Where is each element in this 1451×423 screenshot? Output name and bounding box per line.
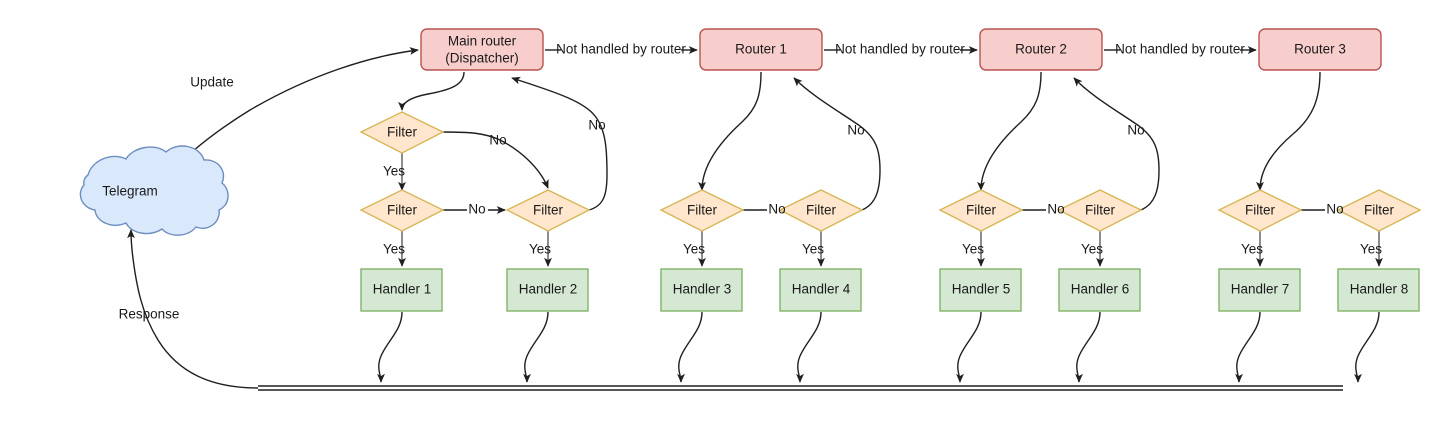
filter-c-label: Filter <box>533 203 564 218</box>
node-filter-a[interactable]: Filter <box>359 111 445 154</box>
edge-handler7-to-bar <box>1235 311 1261 383</box>
edge-label-no-4: No <box>768 202 785 217</box>
edge-label-yes-9: Yes <box>1360 242 1382 257</box>
filter-a-label: Filter <box>387 125 418 140</box>
filter-e-label: Filter <box>806 203 837 218</box>
edge-handler2-to-bar <box>523 311 549 383</box>
edge-router1-to-filter-d <box>698 71 762 191</box>
edge-label-no-1: No <box>489 133 506 148</box>
handler-6-label: Handler 6 <box>1071 282 1130 297</box>
edge-label-response: Response <box>119 307 180 322</box>
node-filter-b[interactable]: Filter <box>359 189 445 232</box>
filter-f-label: Filter <box>966 203 997 218</box>
node-router-1[interactable]: Router 1 <box>699 28 823 71</box>
edge-handler5-to-bar <box>956 311 982 383</box>
handler-2-label: Handler 2 <box>519 282 578 297</box>
node-handler-5[interactable]: Handler 5 <box>939 268 1022 312</box>
node-handler-1[interactable]: Handler 1 <box>360 268 443 312</box>
edge-label-not-handled-3: Not handled by router <box>1115 42 1245 57</box>
handler-3-label: Handler 3 <box>673 282 732 297</box>
filter-b-label: Filter <box>387 203 418 218</box>
edge-handler6-to-bar <box>1075 311 1101 383</box>
node-handler-8[interactable]: Handler 8 <box>1337 268 1420 312</box>
telegram-cloud[interactable]: Telegram <box>79 145 229 236</box>
edge-handler3-to-bar <box>677 311 703 383</box>
node-handler-7[interactable]: Handler 7 <box>1218 268 1301 312</box>
edge-filter-g-no-return <box>1073 77 1160 211</box>
node-router-2[interactable]: Router 2 <box>979 28 1103 71</box>
edge-label-no-7: No <box>1127 123 1144 138</box>
node-router-3[interactable]: Router 3 <box>1258 28 1382 71</box>
main-router-label-line1: Main router <box>448 34 517 49</box>
filter-i-label: Filter <box>1364 203 1395 218</box>
edge-label-yes-6: Yes <box>962 242 984 257</box>
filter-h-label: Filter <box>1245 203 1276 218</box>
node-filter-i[interactable]: Filter <box>1336 189 1422 232</box>
edge-label-yes-4: Yes <box>683 242 705 257</box>
edge-label-no-6: No <box>1047 202 1064 217</box>
edge-filter-c-no-return <box>511 76 608 211</box>
edge-handler8-to-bar <box>1354 311 1380 383</box>
node-handler-6[interactable]: Handler 6 <box>1058 268 1141 312</box>
node-filter-d[interactable]: Filter <box>659 189 745 232</box>
node-filter-c[interactable]: Filter <box>505 189 591 232</box>
edge-mainrouter-to-filter-a <box>398 71 465 111</box>
edge-label-not-handled-2: Not handled by router <box>835 42 965 57</box>
handler-7-label: Handler 7 <box>1231 282 1290 297</box>
edge-label-not-handled-1: Not handled by router <box>556 42 686 57</box>
router-3-label: Router 3 <box>1294 42 1346 57</box>
node-main-router[interactable]: Main router (Dispatcher) <box>420 28 544 71</box>
edge-handler1-to-bar <box>377 311 403 383</box>
handler-8-label: Handler 8 <box>1350 282 1409 297</box>
edge-label-yes-7: Yes <box>1081 242 1103 257</box>
edge-filter-a-no <box>442 131 549 189</box>
router-2-label: Router 2 <box>1015 42 1067 57</box>
filter-g-label: Filter <box>1085 203 1116 218</box>
edge-router3-to-filter-h <box>1256 71 1321 191</box>
main-router-label-line2: (Dispatcher) <box>445 51 519 66</box>
edge-label-yes-5: Yes <box>802 242 824 257</box>
edge-label-update: Update <box>190 75 234 90</box>
edge-handler4-to-bar <box>796 311 822 383</box>
node-handler-3[interactable]: Handler 3 <box>660 268 743 312</box>
telegram-label: Telegram <box>102 184 158 199</box>
edge-label-yes-8: Yes <box>1241 242 1263 257</box>
node-filter-h[interactable]: Filter <box>1217 189 1303 232</box>
edge-label-no-5: No <box>847 123 864 138</box>
edge-response <box>127 229 259 389</box>
node-filter-e[interactable]: Filter <box>778 189 864 232</box>
edge-label-yes-2: Yes <box>383 242 405 257</box>
router-1-label: Router 1 <box>735 42 787 57</box>
edge-label-no-8: No <box>1326 202 1343 217</box>
edge-filter-e-no-return <box>793 77 881 211</box>
handler-1-label: Handler 1 <box>373 282 432 297</box>
node-filter-g[interactable]: Filter <box>1057 189 1143 232</box>
filter-d-label: Filter <box>687 203 718 218</box>
handler-4-label: Handler 4 <box>792 282 851 297</box>
edge-label-yes-1: Yes <box>383 164 405 179</box>
node-filter-f[interactable]: Filter <box>938 189 1024 232</box>
edge-label-yes-3: Yes <box>529 242 551 257</box>
node-handler-4[interactable]: Handler 4 <box>779 268 862 312</box>
handler-5-label: Handler 5 <box>952 282 1011 297</box>
edge-router2-to-filter-f <box>977 71 1042 191</box>
edge-label-no-2: No <box>588 118 605 133</box>
node-handler-2[interactable]: Handler 2 <box>506 268 589 312</box>
edge-label-no-3: No <box>468 202 485 217</box>
